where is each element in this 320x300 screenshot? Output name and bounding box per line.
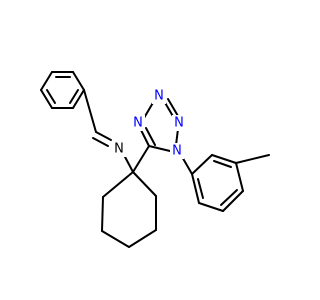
bond <box>148 145 171 152</box>
tetrazole-nitrogen-3: N <box>152 88 166 104</box>
bond <box>69 89 79 104</box>
bond <box>101 196 104 232</box>
bond <box>220 189 238 206</box>
bond <box>213 160 232 168</box>
bond <box>197 178 204 199</box>
phenyl-ring-top-left <box>40 71 85 109</box>
bond <box>72 71 85 91</box>
bond <box>101 230 130 248</box>
meta-tolyl-ring <box>180 154 270 212</box>
bond <box>128 229 157 248</box>
molecule-structure: N N N N N <box>40 71 270 248</box>
bond <box>167 98 179 117</box>
bond <box>222 190 244 212</box>
bond <box>102 171 134 198</box>
atom-label-n: N <box>174 116 184 131</box>
bond <box>175 128 179 146</box>
tetrazole-nitrogen-2: N <box>172 115 186 131</box>
bond <box>191 154 213 175</box>
atom-label-n: N <box>114 142 124 157</box>
atom-label-n: N <box>172 144 182 159</box>
bond <box>198 202 224 212</box>
tetrazole-ring <box>132 98 179 173</box>
bond <box>40 71 53 91</box>
tetrazole-nitrogen-1: N <box>170 143 184 159</box>
atom-label-n: N <box>133 116 143 131</box>
bond <box>92 137 109 147</box>
bond <box>72 89 85 109</box>
bond <box>132 145 150 173</box>
cyclohexane-ring <box>101 171 157 248</box>
bond <box>83 89 97 133</box>
bond <box>235 162 244 192</box>
bond <box>191 173 200 204</box>
bond <box>40 89 53 109</box>
tetrazole-nitrogen-4: N <box>131 115 145 131</box>
methyl-bond <box>235 154 270 164</box>
bond <box>211 154 237 164</box>
bond <box>46 89 56 104</box>
atom-label-n: N <box>154 89 164 104</box>
bond <box>132 171 157 197</box>
bond <box>95 131 112 141</box>
bond <box>123 154 134 173</box>
bond <box>145 127 156 146</box>
imine-nitrogen: N <box>112 141 126 157</box>
imine-linker <box>83 89 134 173</box>
